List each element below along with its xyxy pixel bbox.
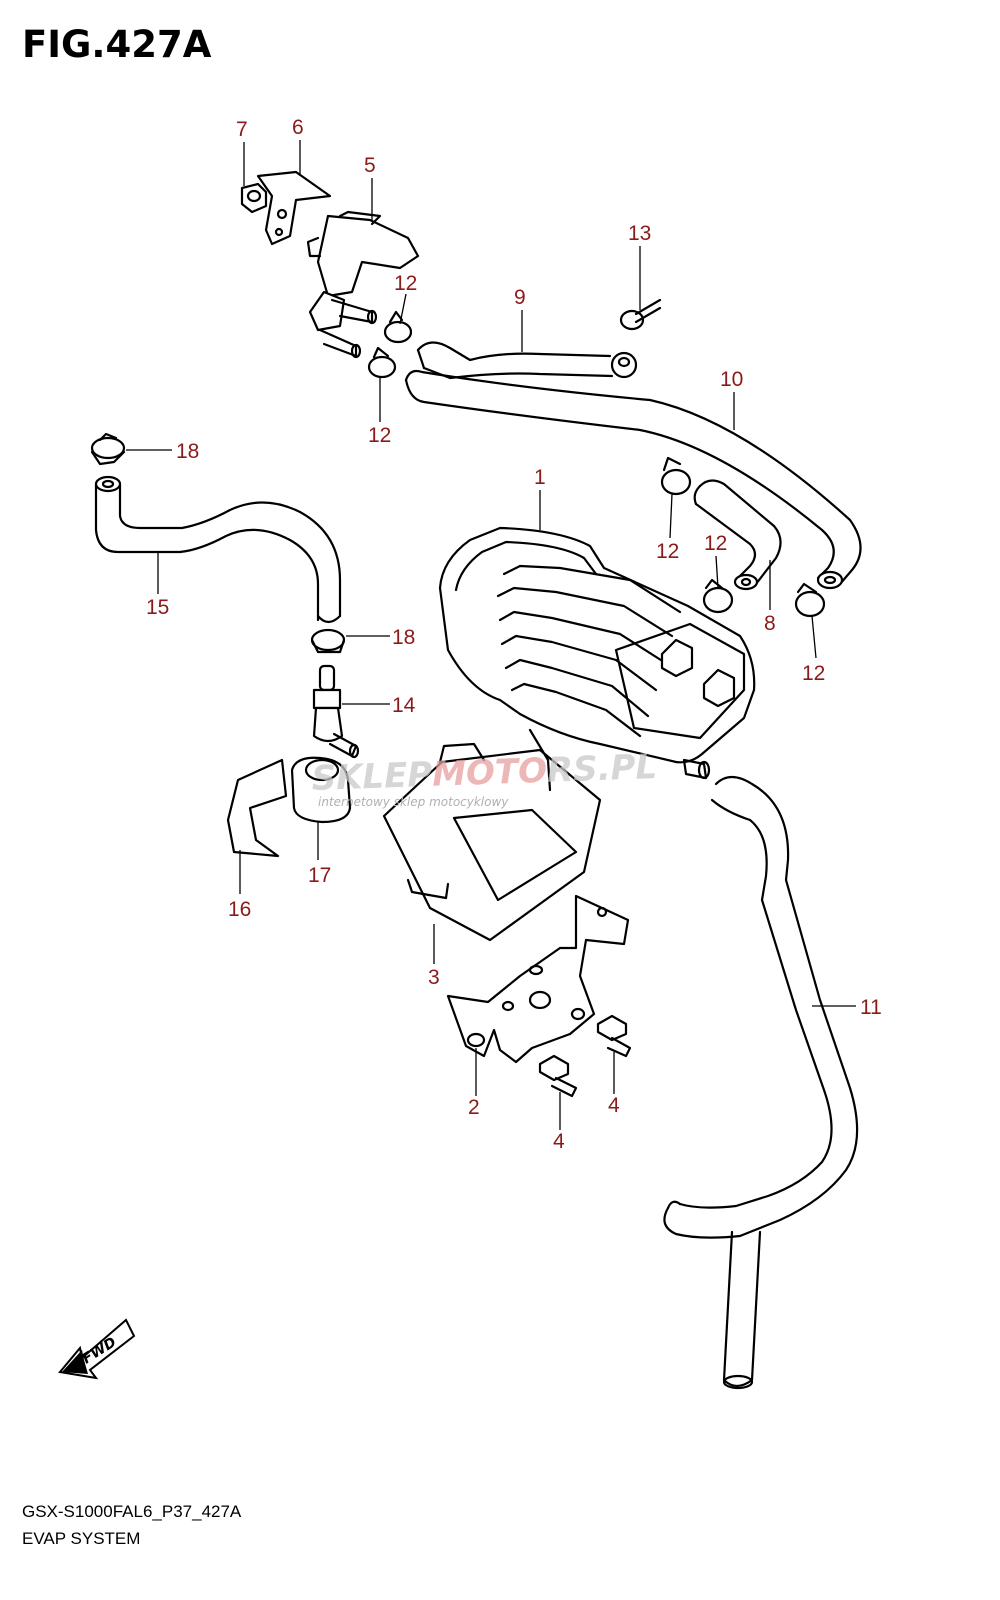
callout-6: 6 — [292, 116, 304, 139]
part-18-clamp-bottom[interactable] — [310, 628, 346, 654]
callout-3: 3 — [428, 966, 440, 989]
callout-12-c: 12 — [656, 540, 679, 563]
part-2-bracket[interactable] — [446, 894, 630, 1064]
watermark: SKLEPMOTORS.PL internetowy sklep motocyk… — [311, 747, 658, 809]
part-17-damper[interactable] — [290, 756, 352, 824]
callout-12-a: 12 — [394, 272, 417, 295]
callout-4-a: 4 — [608, 1094, 620, 1117]
part-18-clamp-top[interactable] — [90, 432, 126, 466]
part-15-hose[interactable] — [94, 475, 342, 624]
system-name: EVAP SYSTEM — [22, 1529, 140, 1548]
callout-17: 17 — [308, 864, 331, 887]
callout-7: 7 — [236, 118, 248, 141]
callout-13: 13 — [628, 222, 651, 245]
part-10-hose[interactable] — [404, 369, 862, 590]
svg-text:SKLEPMOTORS.PL: SKLEPMOTORS.PL — [311, 747, 658, 799]
callout-labels: 7 6 5 12 12 9 13 10 18 1 12 12 8 12 15 1… — [146, 116, 882, 1153]
watermark-part2: MOTO — [432, 751, 548, 795]
fwd-arrow-icon: FWD — [58, 1318, 136, 1380]
callout-18-a: 18 — [176, 440, 199, 463]
part-16-bracket[interactable] — [226, 758, 288, 858]
part-11-hose[interactable] — [663, 775, 859, 1390]
part-1-canister[interactable] — [438, 526, 756, 780]
callout-12-e: 12 — [802, 662, 825, 685]
watermark-part3: RS — [546, 749, 598, 791]
callout-1: 1 — [534, 466, 546, 489]
part-8-hose[interactable] — [693, 479, 782, 591]
callout-11: 11 — [860, 996, 882, 1019]
callout-12-d: 12 — [704, 532, 727, 555]
callout-8: 8 — [764, 612, 776, 635]
part-12-clamp-right-1[interactable] — [660, 456, 692, 496]
callout-4-b: 4 — [553, 1130, 565, 1153]
part-12-clamp-upper-2[interactable] — [367, 346, 397, 379]
part-14-fitting[interactable] — [312, 664, 360, 759]
figure-title: FIG.427A — [22, 23, 212, 66]
part-12-clamp-right-3[interactable] — [794, 582, 826, 618]
callout-5: 5 — [364, 154, 376, 177]
callout-18-b: 18 — [392, 626, 415, 649]
part-6-bracket[interactable] — [256, 170, 332, 246]
part-9-hose[interactable] — [416, 341, 638, 380]
part-3-cover[interactable] — [382, 728, 602, 942]
callout-12-b: 12 — [368, 424, 391, 447]
callout-14: 14 — [392, 694, 416, 717]
callout-2: 2 — [468, 1096, 480, 1119]
part-7-nut[interactable] — [240, 182, 268, 214]
callout-16: 16 — [228, 898, 251, 921]
callout-15: 15 — [146, 596, 169, 619]
part-4-bolt-right[interactable] — [596, 1014, 632, 1058]
part-5-purge-valve[interactable] — [306, 210, 420, 359]
model-code: GSX-S1000FAL6_P37_427A — [22, 1502, 242, 1521]
callout-10: 10 — [720, 368, 743, 391]
part-4-bolt-left[interactable] — [538, 1054, 578, 1098]
watermark-part1: SKLEP — [311, 755, 433, 799]
leader-lines — [126, 140, 856, 1130]
watermark-part4: .PL — [597, 747, 658, 789]
part-13-clip[interactable] — [619, 298, 662, 331]
part-12-clamp-upper-1[interactable] — [383, 310, 413, 344]
callout-9: 9 — [514, 286, 526, 309]
watermark-tagline: internetowy sklep motocyklowy — [318, 795, 509, 809]
